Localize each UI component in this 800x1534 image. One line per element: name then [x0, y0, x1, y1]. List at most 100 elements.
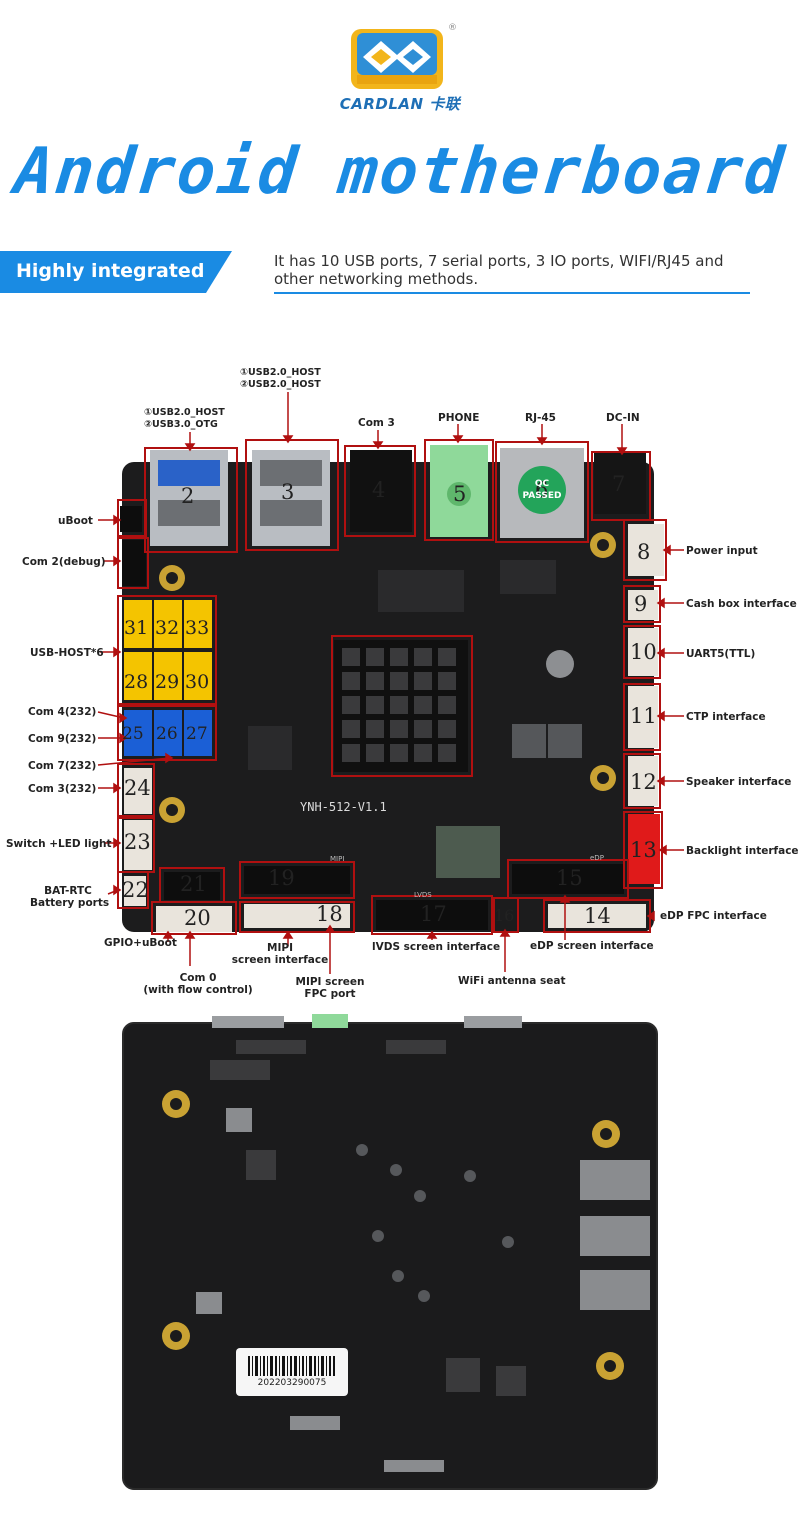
- brand-logo: ® CARDLAN 卡联: [340, 23, 460, 115]
- ram-chip: [378, 570, 464, 612]
- label-cash-box: Cash box interface: [686, 598, 797, 610]
- label-com0-line2: (with flow control): [143, 984, 253, 996]
- callout-number-23: 23: [124, 830, 151, 854]
- serial-number: 202203290075: [257, 1378, 327, 1388]
- callout-number-6: 6: [535, 478, 549, 502]
- qc-sticker-line2: PASSED: [522, 491, 562, 501]
- usb-host-connectors: [124, 600, 212, 700]
- callout-number-21: 21: [180, 872, 207, 896]
- serial-label: 202203290075: [236, 1348, 348, 1396]
- callout-number-29: 29: [155, 671, 180, 693]
- label-com2-debug: Com 2(debug): [22, 556, 106, 568]
- label-com3-232: Com 3(232): [28, 783, 97, 795]
- callout-number-32: 32: [155, 617, 180, 639]
- callout-number-9: 9: [634, 592, 648, 616]
- callout-number-3: 3: [281, 480, 295, 504]
- callout-number-14: 14: [584, 904, 611, 928]
- callout-number-15: 15: [556, 866, 583, 890]
- callout-number-19: 19: [268, 866, 295, 890]
- label-port3-line2: ②USB2.0_HOST: [240, 379, 321, 390]
- label-speaker: Speaker interface: [686, 776, 792, 788]
- callout-arrows: [97, 392, 684, 974]
- back-board: [122, 1022, 658, 1490]
- description-underline: [274, 292, 750, 294]
- label-bat-rtc-line1: BAT-RTC: [44, 885, 92, 897]
- label-uboot: uBoot: [58, 515, 93, 527]
- label-phone: PHONE: [438, 412, 480, 424]
- label-gpio-uboot: GPIO+uBoot: [104, 937, 177, 949]
- front-board-diagram: [97, 392, 684, 974]
- callout-number-2: 2: [181, 484, 195, 508]
- callout-number-26: 26: [156, 724, 178, 744]
- label-usb-host6: USB-HOST*6: [30, 647, 104, 659]
- callout-number-10: 10: [630, 640, 657, 664]
- label-port2-line1: ①USB2.0_HOST: [144, 407, 225, 418]
- label-mipi-fpc-line1: MIPI screen: [295, 976, 365, 988]
- callout-number-17: 17: [420, 902, 447, 926]
- pmic-chip: [248, 726, 292, 770]
- callout-number-20: 20: [184, 906, 211, 930]
- label-dcin: DC-IN: [606, 412, 640, 424]
- pin-header-19: [244, 866, 350, 894]
- label-switch-led: Switch +LED light: [6, 838, 112, 850]
- callout-number-25: 25: [122, 724, 144, 744]
- board-model-silkscreen: YNH-512-V1.1: [300, 800, 387, 814]
- callout-number-16: 16: [494, 906, 515, 925]
- callout-number-7: 7: [612, 472, 626, 496]
- lvds-silkscreen: LVDS: [414, 891, 432, 899]
- com3-jack: [350, 450, 412, 532]
- label-bat-rtc-line2: Battery ports: [30, 897, 110, 909]
- debug-header: [122, 540, 146, 586]
- pin-header-15: [512, 864, 624, 894]
- callout-number-31: 31: [124, 617, 149, 639]
- label-com3-top: Com 3: [358, 417, 395, 429]
- callout-number-11: 11: [630, 704, 657, 728]
- qc-sticker-line1: QC: [534, 479, 550, 489]
- callout-number-13: 13: [630, 838, 657, 862]
- label-wifi: WiFi antenna seat: [458, 975, 566, 987]
- label-mipi-line1: MIPI: [267, 942, 293, 954]
- com-connectors: [124, 710, 212, 756]
- label-edp-fpc: eDP FPC interface: [660, 910, 767, 922]
- backlight-connector: [628, 814, 660, 884]
- edp-silkscreen: eDP: [590, 854, 604, 862]
- registered-mark: ®: [448, 23, 457, 33]
- callout-number-24: 24: [124, 776, 151, 800]
- callout-number-12: 12: [630, 770, 657, 794]
- wifi-module: [436, 826, 500, 878]
- label-com0-line1: Com 0: [179, 972, 217, 984]
- feature-badge-label: Highly integrated: [16, 260, 205, 282]
- callout-number-4: 4: [372, 478, 386, 502]
- label-lvds: lVDS screen interface: [372, 941, 501, 953]
- pin-header-21: [164, 872, 220, 900]
- label-backlight: Backlight interface: [686, 845, 799, 857]
- label-port3-line1: ①USB2.0_HOST: [240, 367, 321, 378]
- label-mipi-line2: screen interface: [231, 954, 329, 966]
- feature-badge: Highly integrated: [0, 251, 232, 293]
- uboot-button: [120, 506, 142, 532]
- callout-number-33: 33: [185, 617, 210, 639]
- label-power-input: Power input: [686, 545, 758, 557]
- callout-number-28: 28: [124, 671, 149, 693]
- callout-number-8: 8: [637, 540, 651, 564]
- label-ctp: CTP interface: [686, 711, 766, 723]
- callout-number-5: 5: [453, 482, 467, 506]
- label-com4: Com 4(232): [28, 706, 97, 718]
- mipi-silkscreen: MIPI: [330, 855, 345, 863]
- label-uart5: UART5(TTL): [686, 648, 756, 660]
- label-port2-line2: ②USB3.0_OTG: [144, 419, 218, 430]
- callout-number-27: 27: [186, 724, 208, 744]
- label-com9: Com 9(232): [28, 733, 97, 745]
- dc-jack: [594, 452, 646, 514]
- badge-shape-icon: [0, 251, 232, 293]
- feature-description: It has 10 USB ports, 7 serial ports, 3 I…: [274, 252, 724, 288]
- label-mipi-fpc-line2: FPC port: [304, 988, 356, 1000]
- barcode-icon: [248, 1356, 335, 1376]
- handshake-logo-icon: [351, 29, 443, 89]
- callout-number-30: 30: [185, 671, 210, 693]
- callout-number-18: 18: [316, 902, 343, 926]
- label-com7: Com 7(232): [28, 760, 97, 772]
- label-edp: eDP screen interface: [530, 940, 654, 952]
- callout-number-22: 22: [122, 878, 149, 902]
